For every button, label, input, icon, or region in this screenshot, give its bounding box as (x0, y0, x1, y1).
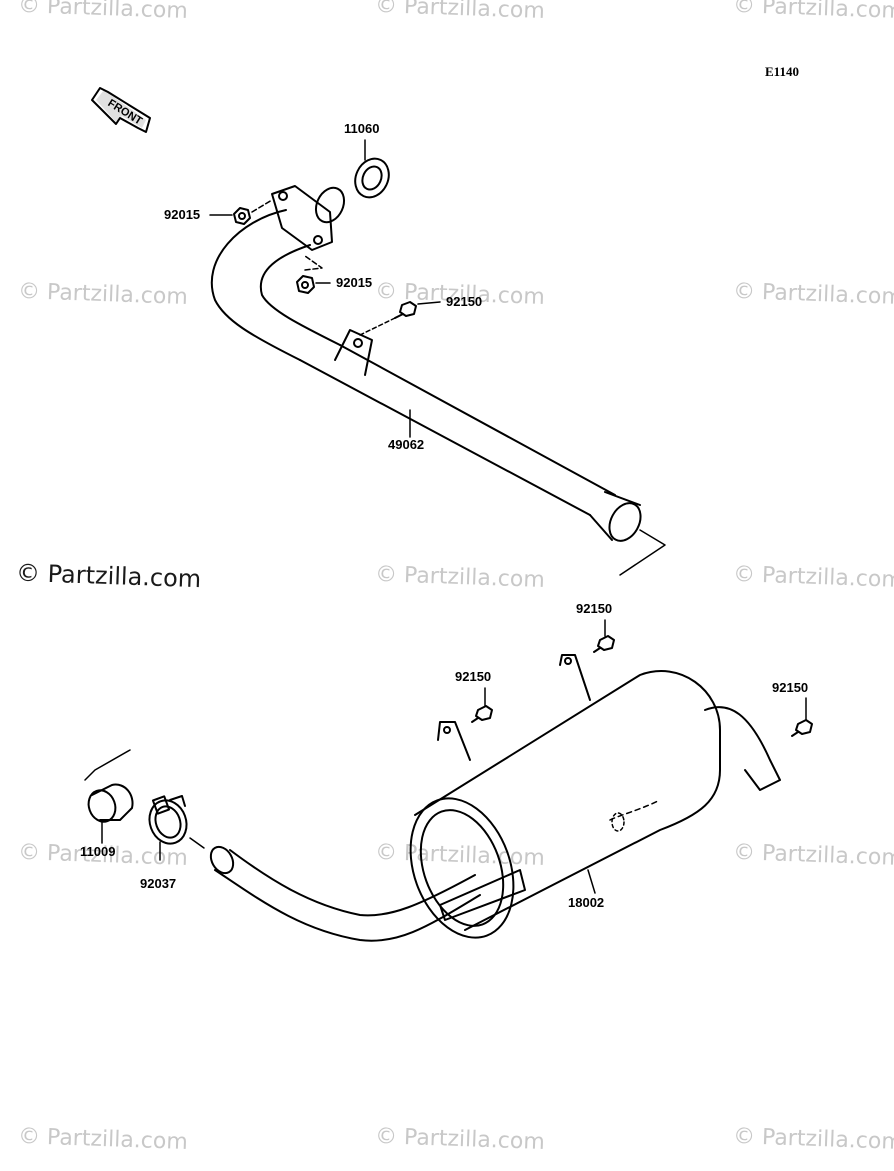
part-number-label: 92015 (164, 207, 201, 222)
nut-92015 (209, 199, 273, 225)
gasket-11060 (354, 139, 390, 199)
diagram-code: E1140 (765, 64, 799, 79)
part-number-label: 92015 (336, 275, 373, 290)
bolt-92150 (359, 301, 441, 438)
part-number-label: 11060 (344, 121, 380, 136)
muffler-inlet-pipe (189, 837, 481, 942)
bolt-92150 (593, 619, 615, 653)
part-number-label: 92150 (576, 601, 613, 616)
head-pipe-49062 (210, 185, 666, 576)
part-number-label: 92150 (455, 669, 492, 684)
part-number-label: 92037 (140, 876, 177, 891)
part-number-label: 92150 (772, 680, 809, 695)
bolt-92150 (791, 697, 813, 737)
part-number-label: 92150 (446, 294, 483, 309)
nut-92015 (296, 255, 331, 294)
muffler-18002 (409, 654, 781, 939)
clamp-92037 (148, 795, 188, 861)
gasket-11009 (84, 749, 134, 844)
part-number-label: 18002 (568, 895, 605, 910)
bolt-92150 (471, 687, 493, 723)
part-number-label: 49062 (388, 437, 425, 452)
front-arrow-icon: FRONT (91, 87, 151, 133)
part-number-label: 11009 (80, 844, 116, 859)
